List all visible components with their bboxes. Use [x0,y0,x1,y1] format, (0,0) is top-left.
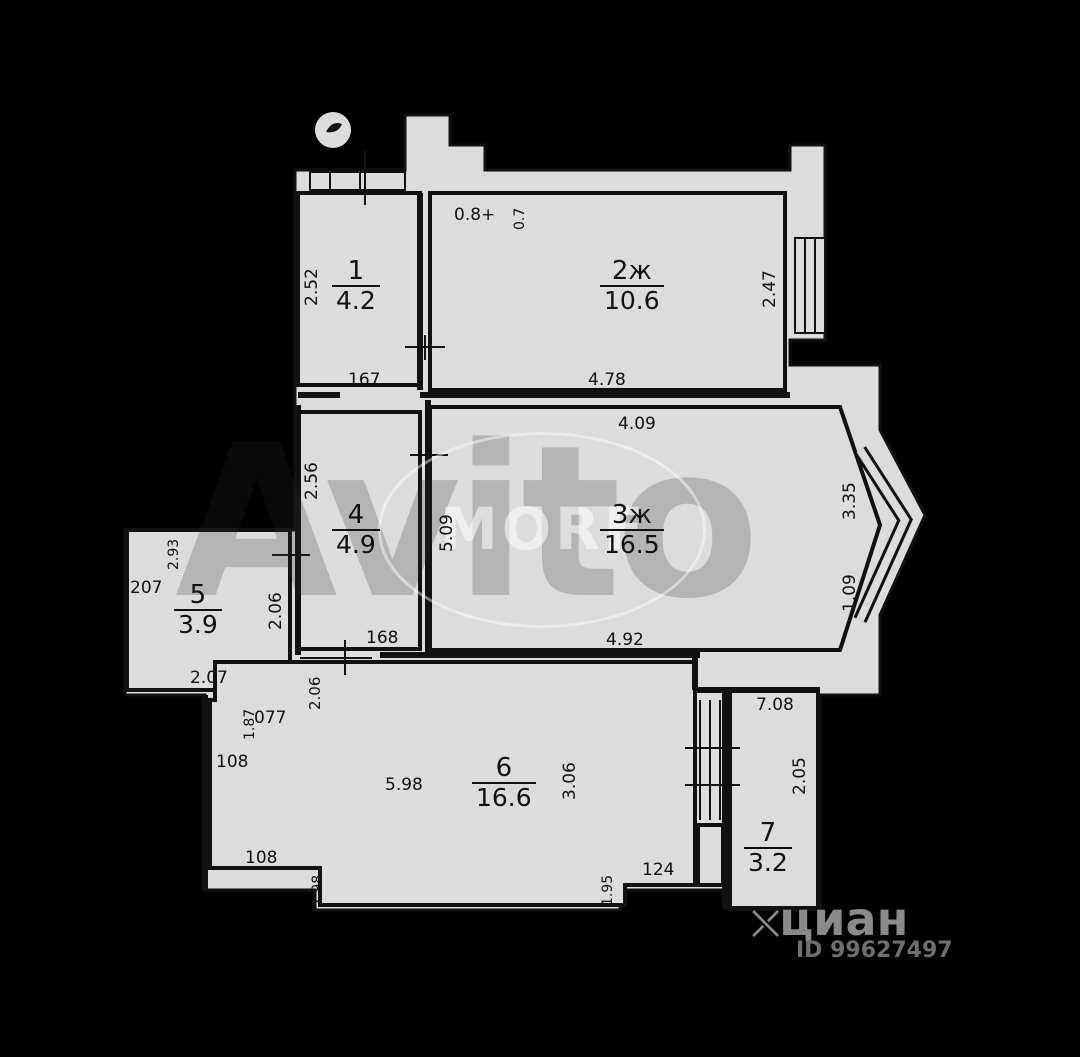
room-5-label: 5 3.9 [174,580,222,639]
room-2-area [428,191,787,392]
room-6-label: 6 16.6 [472,753,536,812]
dim-label: 0.7 [512,207,528,230]
dim-label: 4.92 [606,630,644,650]
room-number: 3ж [611,500,652,530]
dim-label: 1.87 [242,708,258,740]
dim-label: 4.78 [588,370,626,390]
cian-logo: ⤬циан [752,892,908,946]
window-kitchen [794,237,826,334]
column [696,823,725,887]
room-area: 4.2 [332,285,380,314]
dim-label: 3.06 [560,762,580,800]
cian-logo-text: циан [779,892,909,946]
dim-label: 0.8+ [454,205,496,225]
dim-label: 077 [254,708,287,728]
room-area: 4.9 [332,529,380,558]
walls [202,193,820,910]
room-number: 7 [759,818,777,848]
room-4-label: 4 4.9 [332,500,380,559]
dim-label: 2.47 [760,270,780,308]
windows [309,171,913,623]
room-area: 3.2 [744,847,792,876]
dim-label: 2.93 [166,538,182,570]
room-number: 6 [495,753,513,783]
window-top [309,171,406,191]
dim-label: 4.09 [618,414,656,434]
room-number: 1 [347,256,365,286]
room-3-label: 3ж 16.5 [600,500,664,559]
room-7-label: 7 3.2 [744,818,792,877]
dim-label: 2.05 [790,757,810,795]
cian-id: ID 99627497 [796,938,953,963]
room-7-area [728,688,820,910]
room-number: 2ж [611,256,652,286]
room-2-label: 2ж 10.6 [600,256,664,315]
room-area: 16.5 [600,529,664,558]
room-number: 4 [347,500,365,530]
dim-label: 2.06 [266,592,286,630]
dim-label: 1.95 [600,874,616,906]
dim-label: 5.09 [437,514,457,552]
dim-label: 167 [348,370,381,390]
dim-label: 2.06 [306,676,324,710]
room-number: 5 [189,580,207,610]
room-area: 10.6 [600,285,664,314]
dim-label: 168 [366,628,399,648]
room-area: 16.6 [472,782,536,811]
dim-label: 108 [245,848,278,868]
dim-label: 5.98 [385,775,423,795]
dim-label: 207 [130,578,163,598]
cian-logo-mark: ⤬ [752,904,780,944]
dim-label: 2.52 [302,268,322,306]
room-1-label: 1 4.2 [332,256,380,315]
dim-label: 1.98 [310,874,326,906]
room-6-area [208,660,697,907]
dim-label: 124 [642,860,675,880]
dim-label: 2.07 [190,668,228,688]
dim-label: 7.08 [756,695,794,715]
dim-label: 108 [216,752,249,772]
door-marks [272,150,740,820]
compass-icon [315,112,351,148]
dim-label: 3.35 [840,482,860,520]
dim-label: 2.56 [302,462,322,500]
room-area: 3.9 [174,609,222,638]
dim-label: 1.09 [840,574,860,612]
